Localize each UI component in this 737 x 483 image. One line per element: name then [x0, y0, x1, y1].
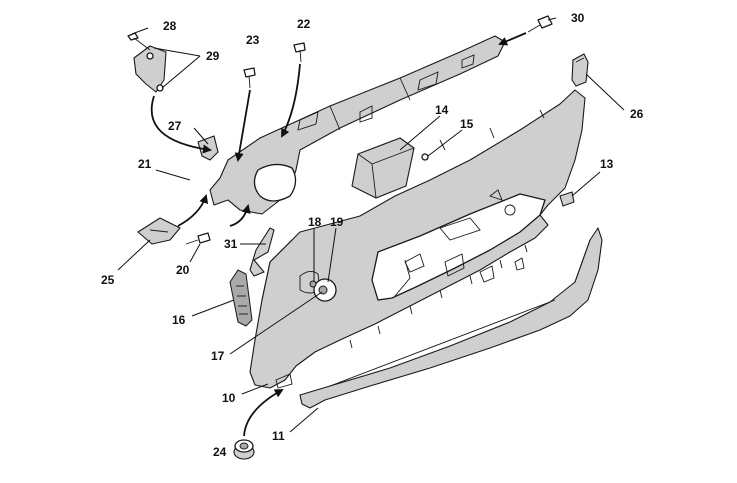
callout-25: 25 [101, 273, 115, 287]
end-cap-26 [571, 53, 589, 87]
callout-16: 16 [172, 313, 186, 327]
speaker-center [318, 285, 328, 295]
callout-14: 14 [435, 103, 449, 117]
grommet-24 [233, 439, 255, 460]
clip-15 [421, 153, 429, 161]
screw-28 [127, 32, 151, 51]
callout-28: 28 [163, 19, 177, 33]
callout-18: 18 [308, 215, 322, 229]
assembly-arrows [150, 32, 527, 437]
clip-30 [527, 15, 553, 33]
callout-26: 26 [630, 107, 644, 121]
screw-20 [185, 232, 211, 245]
lower-trim-strip [299, 227, 603, 409]
callout-11: 11 [272, 429, 285, 443]
callout-labels: 28 29 23 22 30 26 13 14 15 27 21 31 18 1… [101, 11, 644, 459]
bracket-14 [351, 137, 415, 199]
pad-31 [249, 227, 275, 277]
callout-21: 21 [138, 157, 152, 171]
screw-23 [243, 67, 256, 89]
callout-19: 19 [330, 215, 344, 229]
callout-30: 30 [571, 11, 585, 25]
callout-24: 24 [213, 445, 227, 459]
callout-27: 27 [168, 119, 182, 133]
leader-lines [117, 17, 625, 433]
callout-22: 22 [297, 17, 311, 31]
screw-22 [293, 42, 306, 63]
clip-18 [309, 280, 317, 288]
callout-15: 15 [460, 117, 474, 131]
callout-10: 10 [222, 391, 236, 405]
pad-13 [559, 191, 575, 207]
callout-23: 23 [246, 33, 260, 47]
callout-29: 29 [206, 49, 220, 63]
callout-20: 20 [176, 263, 190, 277]
callout-17: 17 [211, 349, 225, 363]
callout-13: 13 [600, 157, 614, 171]
bracket-29 [133, 45, 167, 93]
upper-rail-garnish [209, 35, 506, 215]
grip-16 [229, 269, 253, 327]
callout-31: 31 [224, 237, 238, 251]
